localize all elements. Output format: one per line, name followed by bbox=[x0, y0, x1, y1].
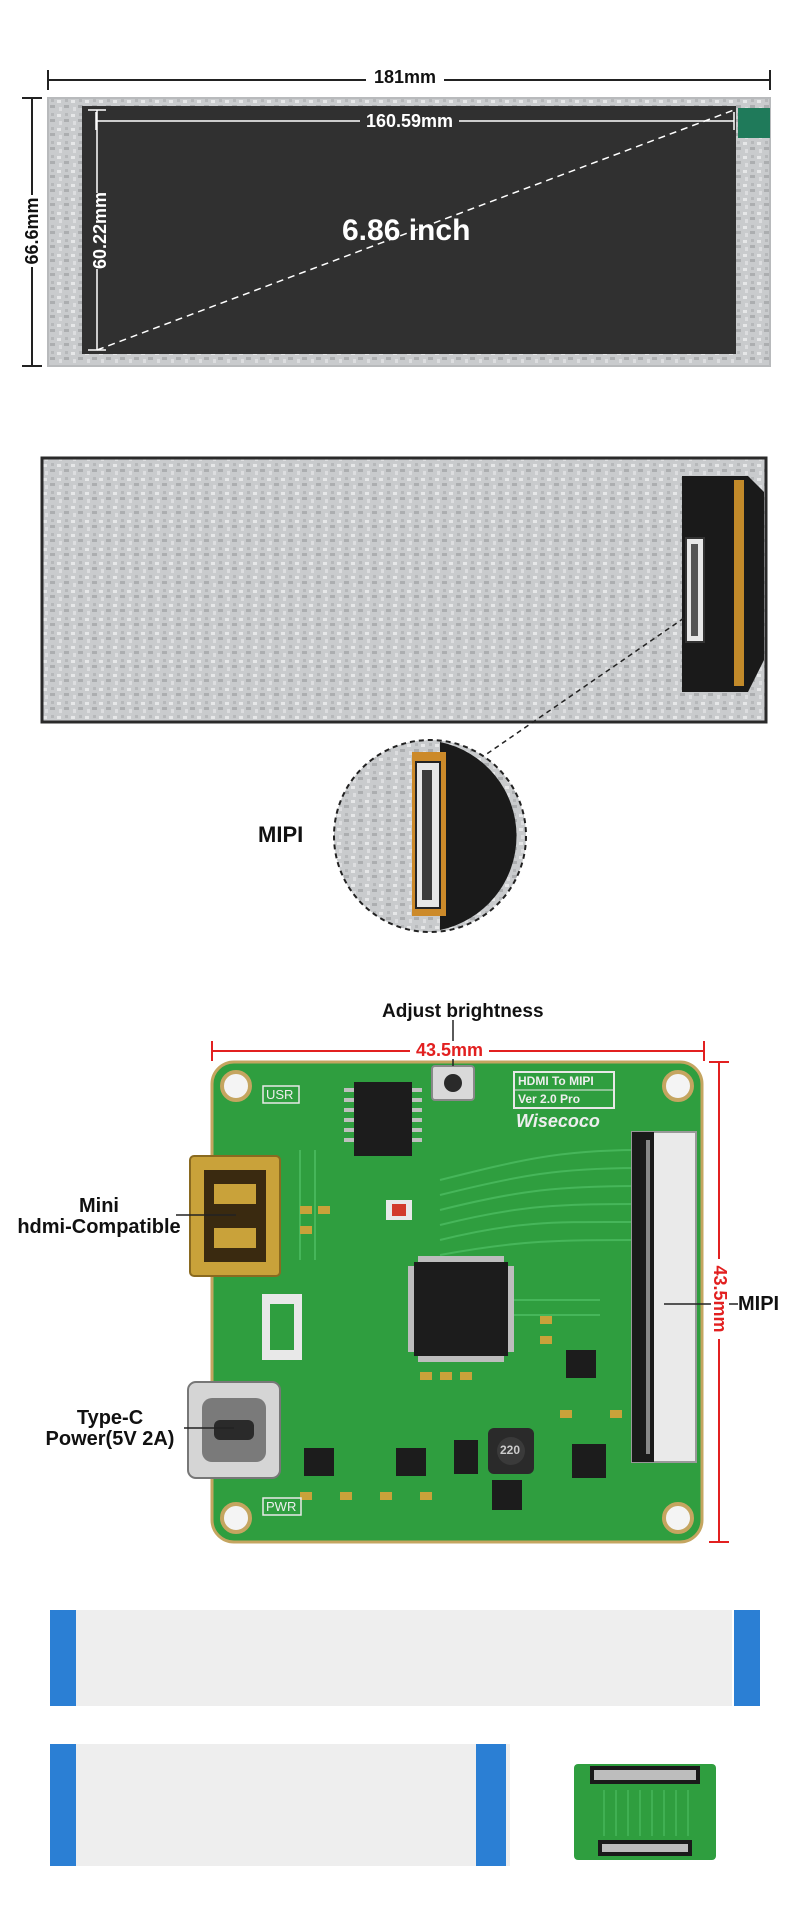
display-back bbox=[40, 456, 768, 933]
adjust-brightness-label: Adjust brightness bbox=[382, 1001, 544, 1022]
driver-board bbox=[176, 1020, 738, 1544]
silk-pwr: PWR bbox=[266, 1499, 297, 1514]
board-width-label: 43.5mm bbox=[410, 1041, 490, 1059]
silk-brand: Wisecoco bbox=[516, 1111, 600, 1131]
type-c-callout: Type-C Power(5V 2A) bbox=[36, 1408, 184, 1450]
silk-version: Ver 2.0 Pro bbox=[518, 1092, 581, 1106]
active-width-label: 160.59mm bbox=[360, 112, 460, 130]
inductor-marking: 220 bbox=[500, 1443, 521, 1457]
display-height-label: 66.6mm bbox=[22, 195, 42, 267]
display-width-label: 181mm bbox=[366, 68, 445, 86]
silk-title: HDMI To MIPI bbox=[518, 1074, 594, 1088]
type-c-line2: Power(5V 2A) bbox=[45, 1428, 175, 1450]
board-mipi-label: MIPI bbox=[738, 1293, 780, 1315]
display-front bbox=[22, 70, 771, 367]
ffc-cables bbox=[50, 1610, 760, 1866]
diagonal-size-label: 6.86 inch bbox=[342, 214, 471, 247]
mini-hdmi-line2: hdmi-Compatible bbox=[17, 1216, 181, 1238]
board-height-label: 43.5mm bbox=[710, 1259, 730, 1339]
type-c-line1: Type-C bbox=[76, 1407, 144, 1429]
mini-hdmi-line1: Mini bbox=[79, 1195, 119, 1217]
silk-usr: USR bbox=[266, 1087, 294, 1102]
active-height-label: 60.22mm bbox=[90, 191, 110, 269]
mini-hdmi-callout: Mini hdmi-Compatible bbox=[14, 1196, 184, 1238]
back-mipi-label: MIPI bbox=[258, 822, 304, 847]
